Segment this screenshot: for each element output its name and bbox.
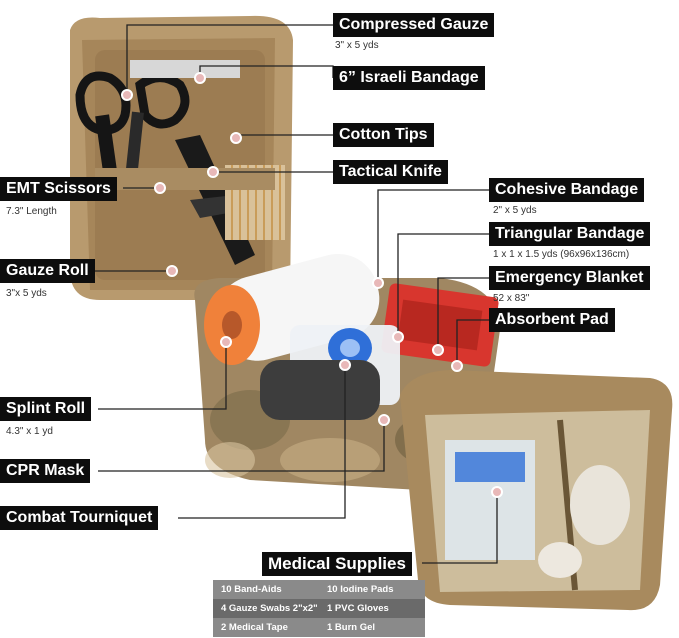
supplies-cell: 10 Band-Aids xyxy=(221,584,282,595)
sublabel-triangular-bandage: 1 x 1 x 1.5 yds (96x96x136cm) xyxy=(493,249,630,260)
sublabel-cohesive-bandage: 2" x 5 yds xyxy=(493,205,537,216)
sublabel-splint-roll: 4.3" x 1 yd xyxy=(6,426,53,437)
elastic-strap xyxy=(95,168,275,190)
sublabel-emt-scissors: 7.3" Length xyxy=(6,206,57,217)
label-triangular-bandage: Triangular Bandage xyxy=(489,222,651,246)
label-emergency-blanket: Emergency Blanket xyxy=(489,266,650,290)
label-emt-scissors: EMT Scissors xyxy=(0,177,117,201)
sublabel-compressed-gauze: 3" x 5 yds xyxy=(335,40,379,51)
supplies-row: 2 Medical Tape 1 Burn Gel xyxy=(213,618,425,637)
supplies-row: 10 Band-Aids 10 Iodine Pads xyxy=(213,580,425,599)
label-cohesive-bandage: Cohesive Bandage xyxy=(489,178,645,202)
label-combat-tourniquet: Combat Tourniquet xyxy=(0,506,159,530)
supplies-cell: 10 Iodine Pads xyxy=(327,584,394,595)
label-absorbent-pad: Absorbent Pad xyxy=(489,308,615,332)
label-compressed-gauze: Compressed Gauze xyxy=(333,13,495,37)
label-cpr-mask: CPR Mask xyxy=(0,459,91,483)
pointer-dots xyxy=(121,72,503,498)
splint-graphic xyxy=(260,360,380,420)
supplies-cell: 1 PVC Gloves xyxy=(327,603,389,614)
label-israeli-bandage: 6” Israeli Bandage xyxy=(333,66,485,90)
label-cotton-tips: Cotton Tips xyxy=(333,123,434,147)
mesh-flap xyxy=(400,370,673,611)
emergency-blanket-graphic xyxy=(381,283,499,367)
label-splint-roll: Splint Roll xyxy=(0,397,92,421)
supplies-cell: 2 Medical Tape xyxy=(221,622,288,633)
label-tactical-knife: Tactical Knife xyxy=(333,160,448,184)
label-gauze-roll: Gauze Roll xyxy=(0,259,95,283)
supplies-cell: 4 Gauze Swabs 2"x2" xyxy=(221,603,318,614)
supplies-cell: 1 Burn Gel xyxy=(327,622,376,633)
sublabel-gauze-roll: 3"x 5 yds xyxy=(6,288,47,299)
supplies-row: 4 Gauze Swabs 2"x2" 1 PVC Gloves xyxy=(213,599,425,618)
label-medical-supplies: Medical Supplies xyxy=(262,552,412,576)
israeli-bandage-graphic xyxy=(130,60,240,78)
sublabel-emergency-blanket: 52 x 83" xyxy=(493,293,530,304)
medical-supplies-table: 10 Band-Aids 10 Iodine Pads 4 Gauze Swab… xyxy=(213,580,425,637)
